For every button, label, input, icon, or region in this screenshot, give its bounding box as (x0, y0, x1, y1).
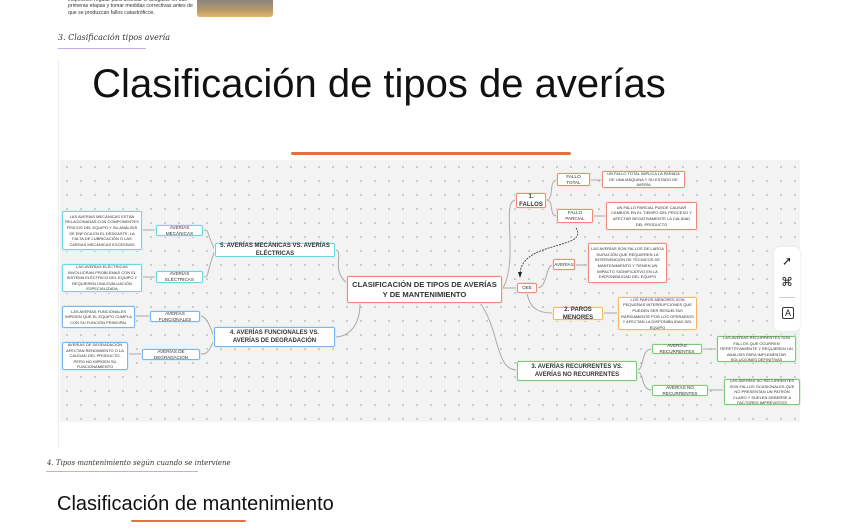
node-averias-funcionales[interactable]: AVERÍAS FUNCIONALES (150, 311, 200, 322)
node-averias-recurrentes-desc[interactable]: Las averías recurrentes son fallos que o… (717, 335, 796, 362)
node-averias-mecanicas[interactable]: AVERÍAS MECÁNICAS (156, 225, 203, 236)
node-averias-degradacion-desc[interactable]: Averías de degradación afectan rendimien… (62, 342, 128, 370)
mindmap-canvas[interactable] (60, 160, 800, 422)
node-averias-mecanicas-desc[interactable]: Las averías mecánicas están relacionadas… (62, 211, 142, 250)
cursor-icon[interactable]: ➚ (781, 254, 793, 268)
node-funcionales[interactable]: 4. AVERÍAS FUNCIONALES VS. AVERÍAS DE DE… (214, 327, 335, 347)
slide-title: Clasificación de tipos de averías (92, 62, 666, 106)
node-fallo-total[interactable]: FALLO TOTAL (557, 173, 590, 186)
top-snippet-image (197, 0, 273, 17)
translate-icon[interactable]: A (782, 307, 794, 319)
node-averias-desc[interactable]: Las averías son fallos de larga duración… (588, 243, 667, 283)
node-averias-electricas-desc[interactable]: Las averías eléctricas involucran proble… (62, 264, 142, 292)
node-fallos[interactable]: 1. FALLOS (516, 193, 546, 208)
node-fallo-parcial[interactable]: FALLO PARCIAL (557, 209, 593, 223)
node-paros-menores[interactable]: 2. PAROS MENORES (553, 307, 603, 321)
node-paros-menores-desc[interactable]: Los paros menores son pequeñas interrupc… (618, 297, 697, 330)
title-underline (291, 152, 571, 155)
node-averias-no-recurrentes[interactable]: AVERÍAS NO RECURRENTES (652, 385, 708, 396)
handwritten-note-2: 4. Tipos mantenimiento según cuando se i… (47, 459, 231, 467)
node-averias[interactable]: AVERÍAS (553, 259, 575, 270)
node-averias-recurrentes[interactable]: AVERÍAS RECURRENTES (652, 343, 702, 354)
node-averias-electricas[interactable]: AVERÍAS ELÉCTRICAS (156, 271, 203, 283)
handwriting-underline (58, 48, 146, 49)
node-recurrentes[interactable]: 3. AVERÍAS RECURRENTES VS. AVERÍAS NO RE… (517, 361, 637, 381)
floating-toolbar: ➚ ⌘ A (774, 247, 800, 331)
section-title-underline (131, 520, 246, 522)
toolbar-divider (779, 297, 795, 298)
node-oee[interactable]: OEE (517, 283, 537, 293)
node-averias-degradacion[interactable]: AVERÍAS DE DEGRADACIÓN (142, 349, 200, 360)
top-snippet-text: inspección regular para detectar el desg… (68, 0, 193, 16)
handwriting-underline-2 (46, 471, 198, 472)
handwritten-note-1: 3. Clasificación tipos avería (58, 33, 170, 42)
node-mecanicas[interactable]: 5. AVERÍAS MECÁNICAS VS. AVERÍAS ELÉCTRI… (215, 243, 335, 257)
command-icon[interactable]: ⌘ (781, 275, 793, 289)
node-fallo-total-desc[interactable]: Un fallo total implica la parada de una … (602, 171, 685, 188)
node-averias-funcionales-desc[interactable]: Las averías funcionales impiden que el e… (62, 306, 135, 328)
section-title: Clasificación de mantenimiento (57, 493, 334, 515)
node-averias-no-recurrentes-desc[interactable]: Las averías no recurrentes son fallos oc… (724, 378, 800, 405)
node-fallo-parcial-desc[interactable]: Un fallo parcial puede causar cambios en… (606, 202, 697, 230)
mindmap-center-node[interactable]: CLASIFICACIÓN DE TIPOS DE AVERÍAS Y DE M… (347, 276, 502, 303)
